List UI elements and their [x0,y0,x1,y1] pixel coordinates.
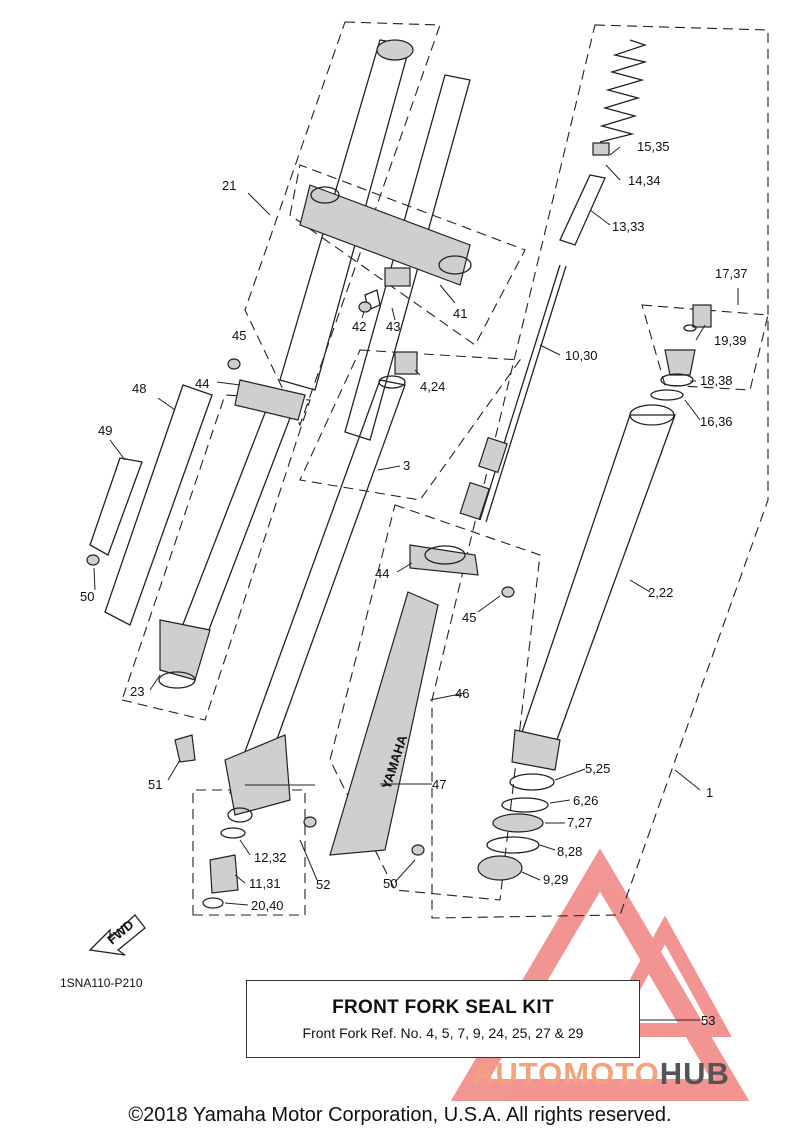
axle-holder-23 [158,619,211,689]
callout-21: 21 [222,178,236,193]
callout-23: 23 [130,684,144,699]
callout-4-24: 4,24 [420,379,445,394]
fwd-arrow-icon: FWD [88,914,146,956]
fork-protector-46: YAMAHA [329,591,439,856]
callout-8-28: 8,28 [557,844,582,859]
seal-kit-title: FRONT FORK SEAL KIT [332,997,554,1018]
callout-11-31: 11,31 [249,876,281,891]
callout-16-36: 16,36 [700,414,733,429]
callout-10-30: 10,30 [565,348,598,363]
damper-rod-10 [459,264,567,523]
part-callouts: 1 2,22 3 4,24 5,25 6,26 7,27 8,28 9,29 1… [80,139,748,1028]
callout-44-lower: 44 [375,566,389,581]
copyright-notice: ©2018 Yamaha Motor Corporation, U.S.A. A… [128,1104,672,1126]
callout-18-38: 18,38 [700,373,733,388]
seal-kit-box: FRONT FORK SEAL KIT Front Fork Ref. No. … [246,980,640,1058]
callout-45-upper: 45 [232,328,246,343]
callout-50-lower: 50 [383,876,397,891]
guard-48 [89,384,213,626]
outer-tube-2 [477,404,676,881]
inner-tubes [299,74,472,441]
spring-15 [559,39,648,246]
callout-15-35: 15,35 [637,139,670,154]
outer-tube-21 [179,39,414,641]
callout-44-upper: 44 [195,376,209,391]
seal-kit-subtitle: Front Fork Ref. No. 4, 5, 7, 9, 24, 25, … [302,1025,584,1041]
callout-5-25: 5,25 [585,761,610,776]
watermark-logo: AUTOMOTOHUB [472,1056,730,1092]
cap-bolt-group [650,304,712,401]
callout-43: 43 [386,319,400,334]
callout-53: 53 [701,1013,715,1028]
callout-7-27: 7,27 [567,815,592,830]
leader-lines [93,146,739,1021]
callout-17-37: 17,37 [715,266,748,281]
fork-bottom [174,734,291,909]
watermark-part2: HUB [659,1056,730,1091]
callout-47: 47 [432,777,446,792]
callout-14-34: 14,34 [628,173,661,188]
diagram-code: 1SNA110-P210 [60,976,143,990]
callout-6-26: 6,26 [573,793,598,808]
callout-42: 42 [352,319,366,334]
callout-51: 51 [148,777,162,792]
callout-49: 49 [98,423,112,438]
callout-41: 41 [453,306,467,321]
callout-50-upper: 50 [80,589,94,604]
callout-52: 52 [316,877,330,892]
lower-clamp-44 [409,544,479,576]
callout-46: 46 [455,686,469,701]
callout-1: 1 [706,785,713,800]
callout-48: 48 [132,381,146,396]
bolts [86,301,515,856]
callout-45-lower: 45 [462,610,476,625]
callout-9-29: 9,29 [543,872,568,887]
callout-13-33: 13,33 [612,219,645,234]
callout-19-39: 19,39 [714,333,747,348]
watermark-part1: AUTOMOTO [472,1056,660,1091]
callout-2-22: 2,22 [648,585,673,600]
callout-12-32: 12,32 [254,850,287,865]
callout-20-40: 20,40 [251,898,284,913]
callout-3: 3 [403,458,410,473]
